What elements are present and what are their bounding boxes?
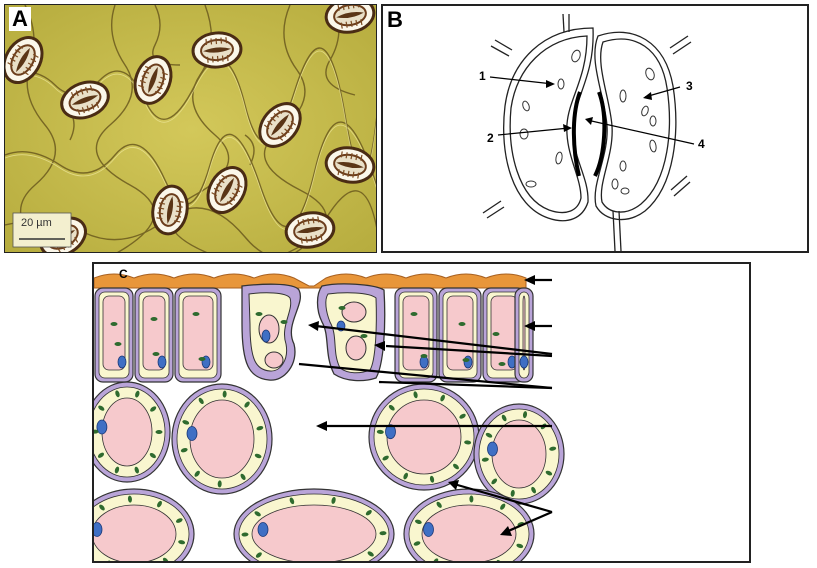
epidermal-cell: [174, 287, 222, 383]
panel-c-leaf-cross-section: C: [92, 262, 751, 563]
stoma-mark: [284, 211, 336, 249]
mesophyll-cell: [94, 381, 171, 483]
leaf-cross-section: [94, 273, 565, 561]
label-3: 3: [686, 79, 693, 93]
panel-c-letter: C: [119, 267, 128, 281]
scale-bar-label: 20 µm: [21, 217, 52, 229]
epidermal-cell: [438, 287, 482, 383]
stoma-mark: [258, 102, 302, 148]
epidermal-cell: [94, 287, 134, 383]
stoma-mark: [324, 5, 376, 34]
panel-a-micrograph: 20 µm A: [4, 4, 377, 253]
spongy-mesophyll: [94, 306, 565, 561]
panel-b-letter: B: [387, 7, 403, 32]
mesophyll-cell: [94, 488, 195, 561]
stoma-mark: [151, 184, 189, 236]
epidermal-cell: [514, 287, 534, 383]
mesophyll-cell: [368, 383, 480, 491]
mesophyll-cell: [473, 403, 565, 505]
mesophyll-cell: [171, 383, 273, 495]
pointer-arrows: [298, 278, 553, 534]
epidermis-row: [94, 287, 534, 383]
mesophyll-cell: [233, 488, 395, 561]
stoma-mark: [5, 36, 44, 84]
stoma-mark: [324, 146, 376, 184]
stoma-mark: [60, 80, 110, 120]
epidermal-cell: [394, 287, 438, 383]
panel-a-letter: A: [9, 7, 31, 31]
mesophyll-cell: [403, 488, 535, 561]
stoma-diagram: [482, 13, 695, 251]
label-1: 1: [479, 69, 486, 83]
label-2: 2: [487, 131, 494, 145]
panel-b-stoma-diagram: B 1 2 3 4: [381, 4, 809, 253]
epidermis-micrograph: [5, 5, 376, 252]
stoma-mark: [191, 31, 243, 69]
stoma-mark: [206, 166, 248, 214]
label-4: 4: [698, 137, 705, 151]
epidermal-cell: [134, 287, 174, 383]
guard-cells: [241, 283, 386, 382]
stoma-mark: [133, 55, 173, 105]
